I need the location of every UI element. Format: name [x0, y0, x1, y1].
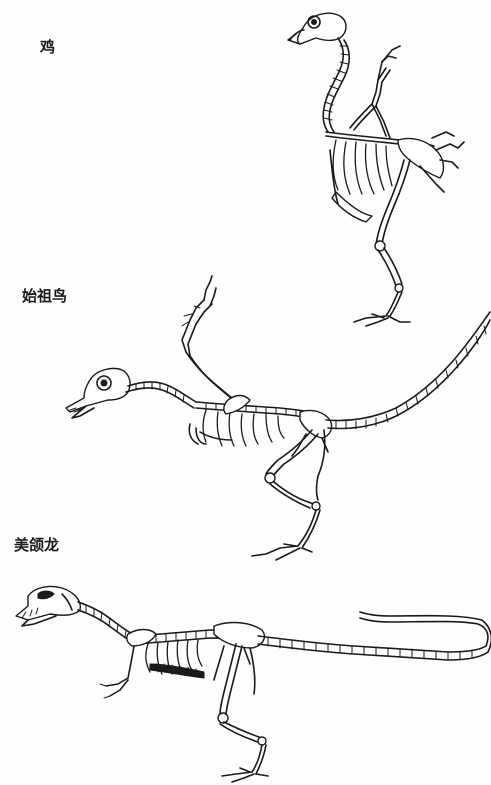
- archaeopteryx-skeleton: [66, 276, 490, 560]
- chicken-wing: [350, 46, 400, 138]
- archaeopteryx-skull: [66, 368, 130, 418]
- compsognathus-skeleton: [16, 586, 491, 782]
- archaeopteryx-torso: [189, 396, 331, 457]
- chicken-skull: [288, 13, 346, 44]
- chicken-skeleton: [288, 13, 464, 326]
- archaeopteryx-tail: [326, 312, 490, 429]
- chicken-neck: [323, 38, 349, 132]
- chicken-torso: [326, 132, 464, 222]
- archaeopteryx-neck: [126, 382, 196, 408]
- compsognathus-tail: [258, 612, 491, 660]
- archaeopteryx-wing: [182, 276, 236, 402]
- compsognathus-skull: [16, 586, 80, 626]
- compsognathus-legs: [218, 644, 268, 782]
- archaeopteryx-legs: [252, 430, 325, 560]
- compsognathus-torso: [100, 623, 264, 698]
